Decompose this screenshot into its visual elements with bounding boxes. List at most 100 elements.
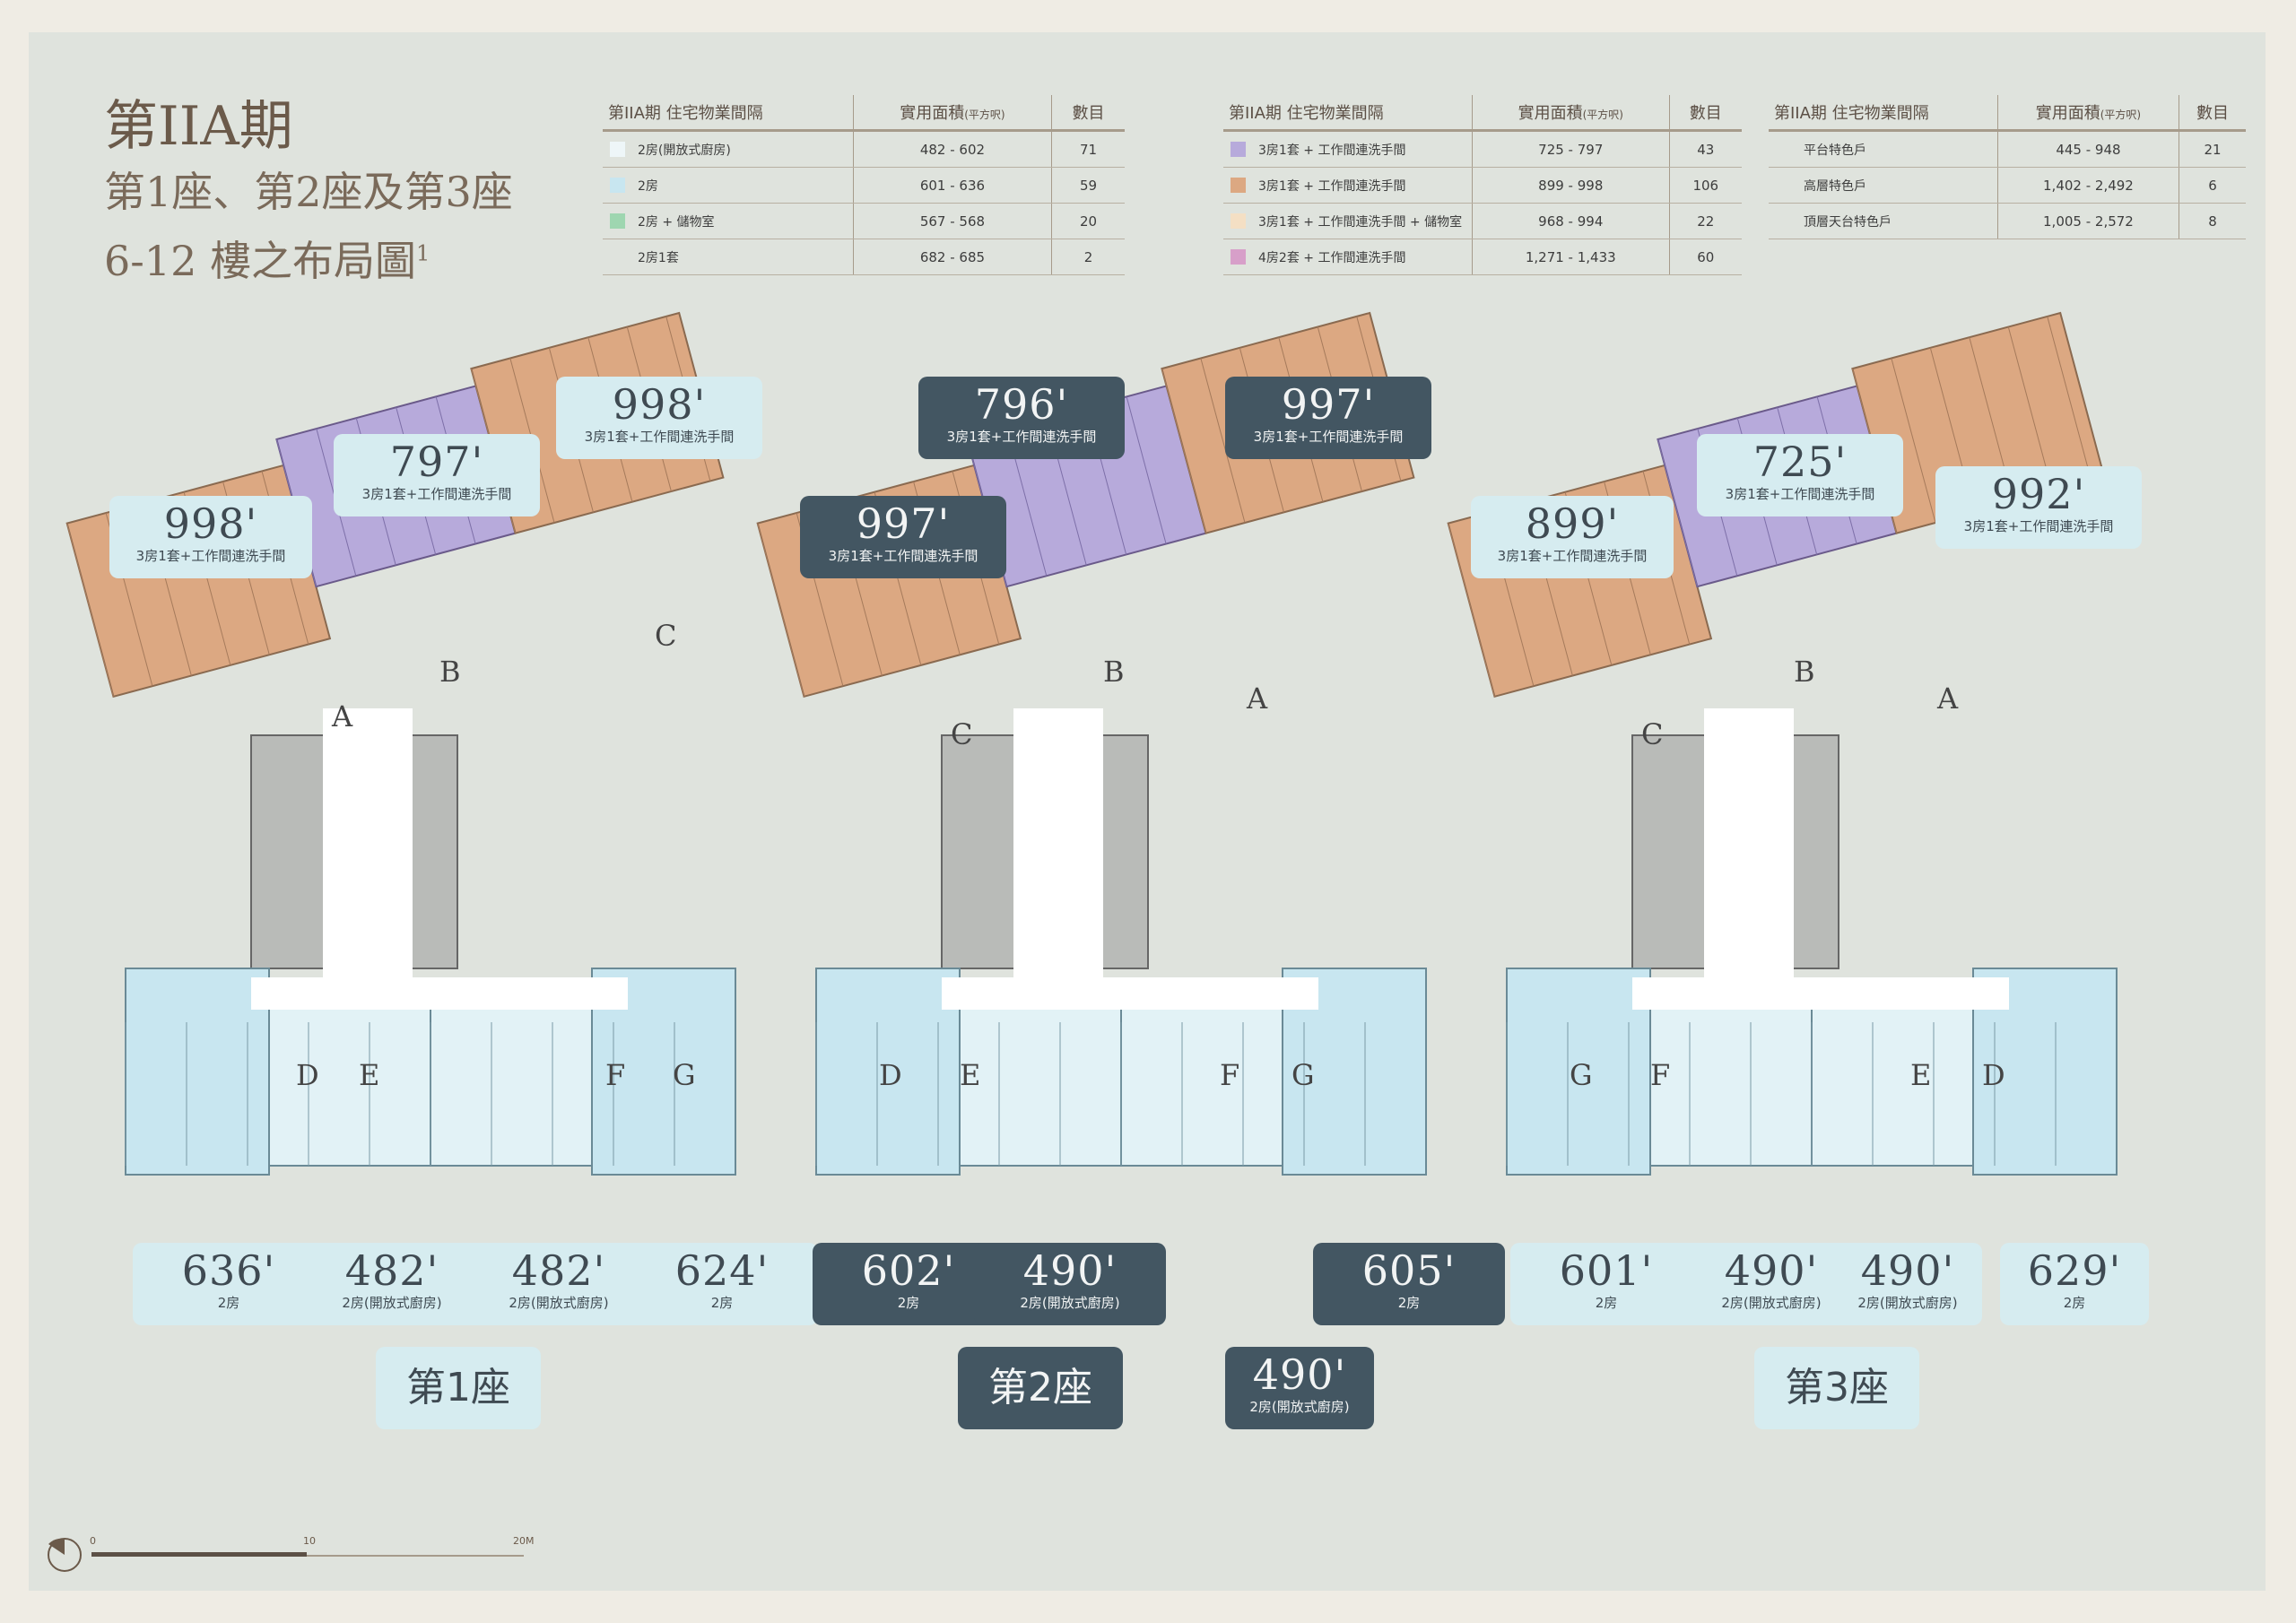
area-label: 482'2房(開放式廚房) <box>296 1243 488 1325</box>
unit-letter-B: B <box>1103 655 1125 689</box>
unit-letter-C: C <box>1641 717 1663 751</box>
block-label-1: 第1座 <box>376 1347 541 1429</box>
area-label: 602'2房 <box>813 1243 1004 1325</box>
layout-desc: 3房1套+工作間連洗手間 <box>1253 429 1404 445</box>
area-label: 605'2房 <box>1313 1243 1505 1325</box>
color-swatch <box>1231 248 1246 265</box>
layout-desc: 2房 <box>2063 1295 2086 1311</box>
layout-desc: 3房1套+工作間連洗手間 <box>361 486 512 502</box>
unit-letter-C: C <box>655 619 676 653</box>
unit-letter-A: A <box>1936 681 1959 716</box>
color-swatch <box>610 213 625 229</box>
area-label: 997'3房1套+工作間連洗手間 <box>1225 377 1431 459</box>
unit-letter-D: D <box>296 1058 319 1092</box>
area-value: 899' <box>1525 499 1620 548</box>
color-swatch <box>610 177 625 193</box>
unit-letter-G: G <box>673 1058 696 1092</box>
unit-letter-C: C <box>951 717 972 751</box>
table-header-layout: 第IIA期 住宅物業間隔 <box>603 95 854 132</box>
layout-desc: 3房1套+工作間連洗手間 <box>135 548 286 564</box>
layout-desc: 3房1套+工作間連洗手間 <box>584 429 735 445</box>
table-header-layout: 第IIA期 住宅物業間隔 <box>1223 95 1473 132</box>
area-label: 997'3房1套+工作間連洗手間 <box>800 496 1006 578</box>
scale-bar: 0 10 20M <box>48 1535 535 1572</box>
area-label: 490'2房(開放式廚房) <box>974 1243 1166 1325</box>
scale-tick-0: 0 <box>90 1535 96 1547</box>
area-label: 998'3房1套+工作間連洗手間 <box>109 496 312 578</box>
area-value: 725' <box>1752 438 1848 486</box>
layout-desc: 2房(開放式廚房) <box>1020 1295 1120 1311</box>
layout-desc: 3房1套+工作間連洗手間 <box>828 548 978 564</box>
area-label: 899'3房1套+工作間連洗手間 <box>1471 496 1674 578</box>
block-label-3: 第3座 <box>1754 1347 1919 1429</box>
layout-desc: 2房(開放式廚房) <box>342 1295 442 1311</box>
area-value: 601' <box>1559 1246 1654 1295</box>
area-value: 997' <box>1281 380 1376 429</box>
layout-desc: 3房1套+工作間連洗手間 <box>1725 486 1875 502</box>
area-label: 490'2房(開放式廚房) <box>1833 1243 1982 1325</box>
scale-tick-10: 10 <box>303 1535 316 1547</box>
layout-desc: 2房 <box>217 1295 240 1311</box>
area-value: 605' <box>1361 1246 1457 1295</box>
layout-desc: 2房(開放式廚房) <box>1249 1399 1350 1415</box>
block-label-2: 第2座 <box>958 1347 1123 1429</box>
table-header-layout: 第IIA期 住宅物業間隔 <box>1769 95 1998 132</box>
area-label: 490'2房(開放式廚房) <box>1225 1347 1374 1429</box>
area-value: 636' <box>181 1246 276 1295</box>
unit-letter-G: G <box>1292 1058 1315 1092</box>
unit-letter-B: B <box>439 655 461 689</box>
area-label: 725'3房1套+工作間連洗手間 <box>1697 434 1903 516</box>
area-value: 624' <box>674 1246 770 1295</box>
unit-letter-F: F <box>605 1058 625 1092</box>
layout-desc: 2房(開放式廚房) <box>1857 1295 1958 1311</box>
area-value: 629' <box>2027 1246 2122 1295</box>
area-label: 636'2房 <box>133 1243 325 1325</box>
area-value: 796' <box>974 380 1069 429</box>
unit-letter-E: E <box>359 1058 379 1092</box>
layout-desc: 2房 <box>710 1295 734 1311</box>
unit-letter-E: E <box>1910 1058 1931 1092</box>
unit-letter-F: F <box>1650 1058 1670 1092</box>
area-value: 490' <box>1252 1350 1347 1399</box>
area-value: 482' <box>344 1246 439 1295</box>
layout-desc: 3房1套+工作間連洗手間 <box>1497 548 1648 564</box>
page-title: 第IIA期 <box>104 95 293 158</box>
area-value: 998' <box>163 499 258 548</box>
page-subtitle-blocks: 第1座、第2座及第3座 <box>104 168 513 216</box>
unit-letter-B: B <box>1794 655 1815 689</box>
table-header-area: 實用面積(平方呎) <box>1996 95 2179 132</box>
layout-desc: 2房 <box>1595 1295 1618 1311</box>
north-compass-icon <box>48 1538 82 1572</box>
table-header-area: 實用面積(平方呎) <box>1471 95 1670 132</box>
table-header-count: 數目 <box>1668 95 1742 132</box>
area-label: 601'2房 <box>1510 1243 1702 1325</box>
layout-desc: 3房1套+工作間連洗手間 <box>1963 518 2114 534</box>
layout-desc: 2房(開放式廚房) <box>1721 1295 1822 1311</box>
area-value: 490' <box>1022 1246 1118 1295</box>
color-swatch <box>1231 213 1246 229</box>
area-value: 797' <box>389 438 484 486</box>
scale-tick-20: 20M <box>513 1535 535 1547</box>
area-label: 992'3房1套+工作間連洗手間 <box>1935 466 2142 549</box>
table-header-area: 實用面積(平方呎) <box>852 95 1052 132</box>
table-header-count: 數目 <box>1051 95 1125 132</box>
layout-desc: 2房(開放式廚房) <box>509 1295 609 1311</box>
layout-desc: 2房 <box>897 1295 920 1311</box>
area-value: 602' <box>861 1246 956 1295</box>
area-label: 796'3房1套+工作間連洗手間 <box>918 377 1125 459</box>
area-label: 482'2房(開放式廚房) <box>463 1243 655 1325</box>
area-value: 490' <box>1724 1246 1819 1295</box>
area-label: 797'3房1套+工作間連洗手間 <box>334 434 540 516</box>
layout-desc: 3房1套+工作間連洗手間 <box>946 429 1097 445</box>
